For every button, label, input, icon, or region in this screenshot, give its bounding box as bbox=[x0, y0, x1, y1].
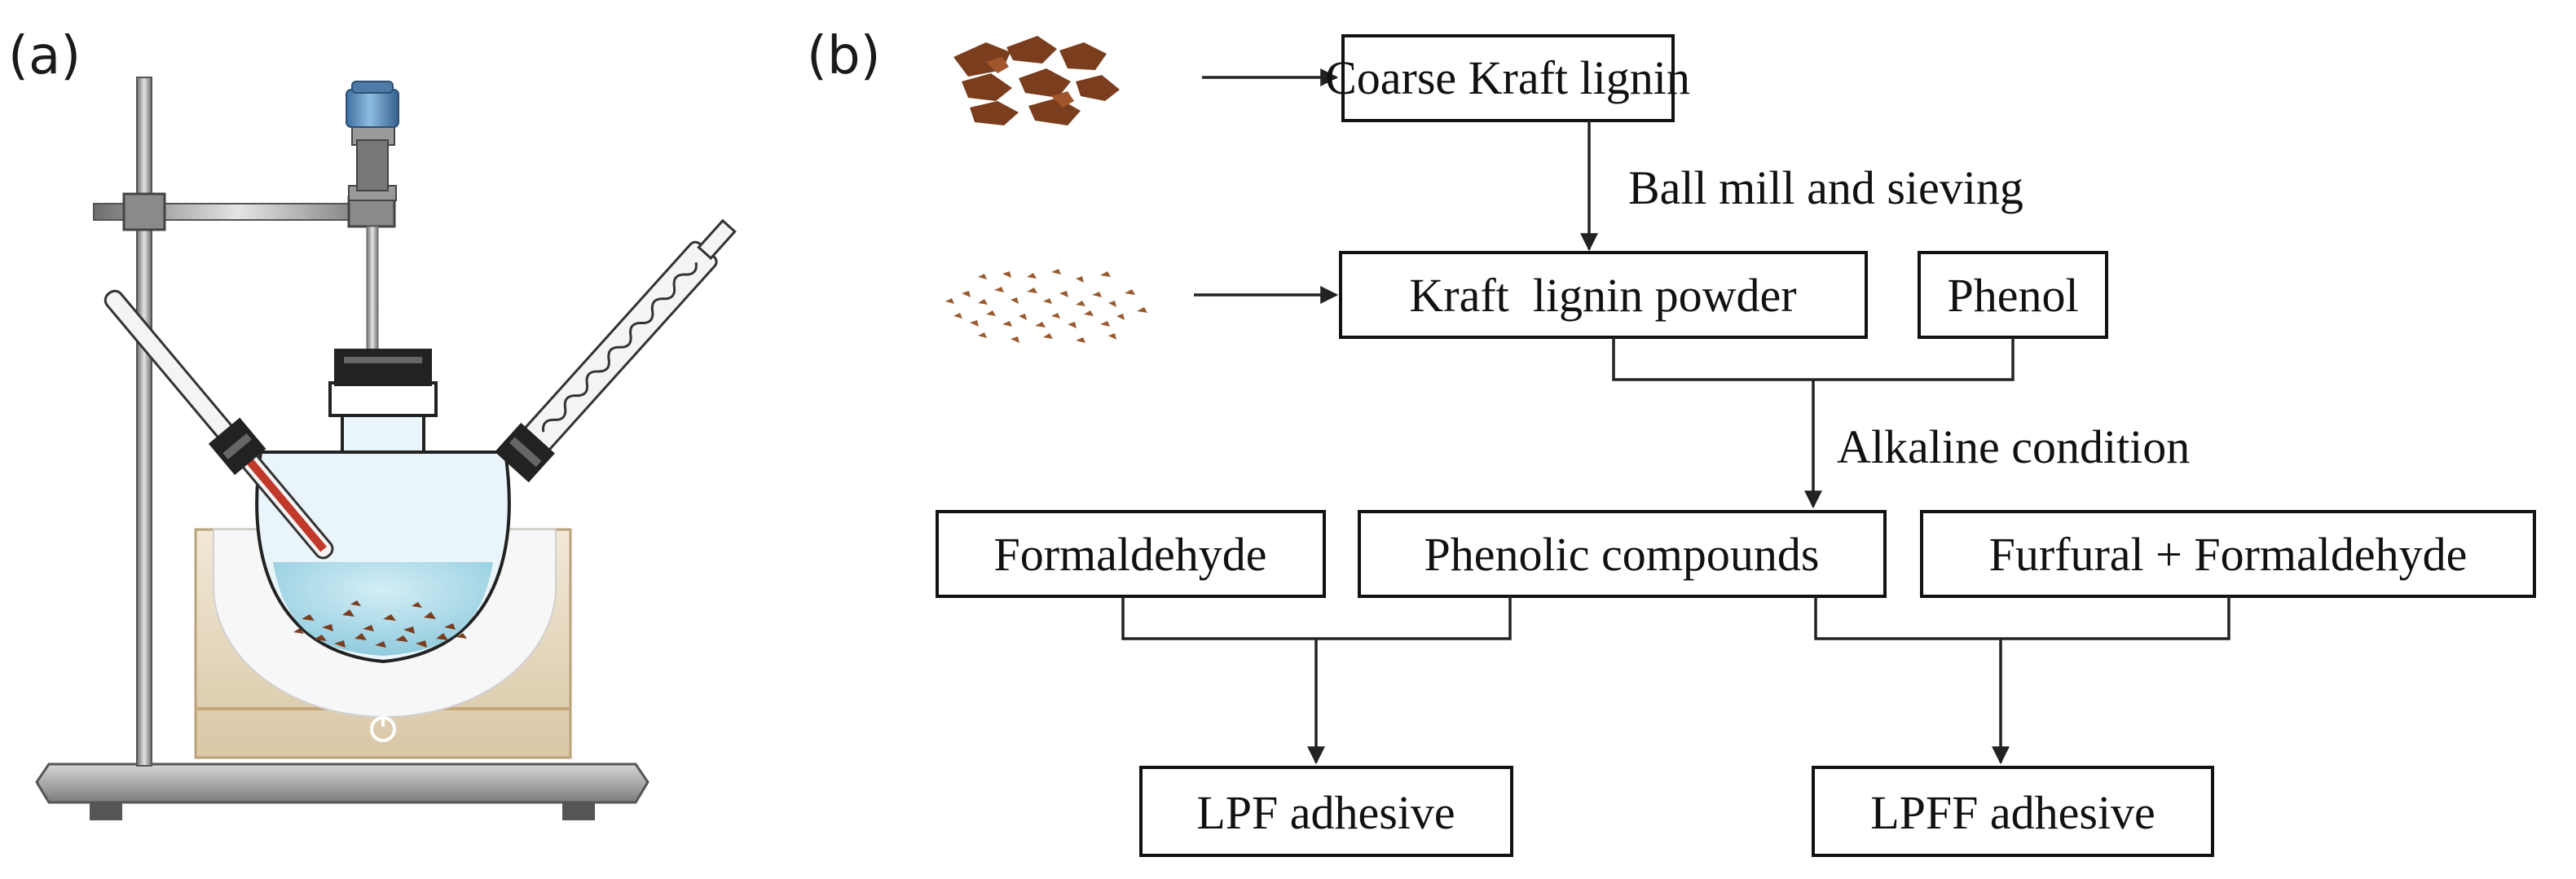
bracket-powder-phenol bbox=[1612, 337, 2015, 381]
box-phenolic-compounds: Phenolic compounds bbox=[1358, 510, 1887, 598]
box-lpf-adhesive: LPF adhesive bbox=[1139, 766, 1513, 857]
svg-text:LPF adhesive: LPF adhesive bbox=[1196, 786, 1455, 839]
svg-text:LPFF adhesive: LPFF adhesive bbox=[1870, 786, 2155, 839]
box-formaldehyde: Formaldehyde bbox=[936, 510, 1326, 598]
svg-text:Phenol: Phenol bbox=[1947, 269, 2078, 322]
box-kraft-lignin-powder: Kraft lignin powder bbox=[1339, 251, 1868, 339]
box-coarse-kraft-lignin: Coarse Kraft lignin bbox=[1325, 34, 1690, 122]
box-phenol: Phenol bbox=[1918, 251, 2108, 339]
edge-label-ball-mill: Ball mill and sieving bbox=[1628, 161, 2023, 214]
bracket-phenolic-furfural bbox=[1814, 596, 2230, 640]
reactor-setup-illustration bbox=[35, 77, 737, 820]
bracket-formaldehyde-phenolic bbox=[1121, 596, 1512, 640]
lignin-powder-image bbox=[945, 269, 1147, 343]
svg-text:Kraft lignin powder: Kraft lignin powder bbox=[1409, 269, 1796, 322]
svg-text:Coarse Kraft lignin: Coarse Kraft lignin bbox=[1325, 51, 1690, 104]
panel-label-b: (b) bbox=[807, 26, 881, 86]
svg-text:Phenolic compounds: Phenolic compounds bbox=[1425, 528, 1820, 581]
edge-label-alkaline: Alkaline condition bbox=[1837, 420, 2190, 473]
box-furfural-formaldehyde: Furfural + Formaldehyde bbox=[1920, 510, 2536, 598]
coarse-lignin-image bbox=[953, 36, 1120, 125]
svg-text:Furfural + Formaldehyde: Furfural + Formaldehyde bbox=[1989, 528, 2468, 581]
box-lpff-adhesive: LPFF adhesive bbox=[1812, 766, 2214, 857]
svg-text:Formaldehyde: Formaldehyde bbox=[993, 528, 1266, 581]
panel-label-a: (a) bbox=[8, 26, 81, 86]
